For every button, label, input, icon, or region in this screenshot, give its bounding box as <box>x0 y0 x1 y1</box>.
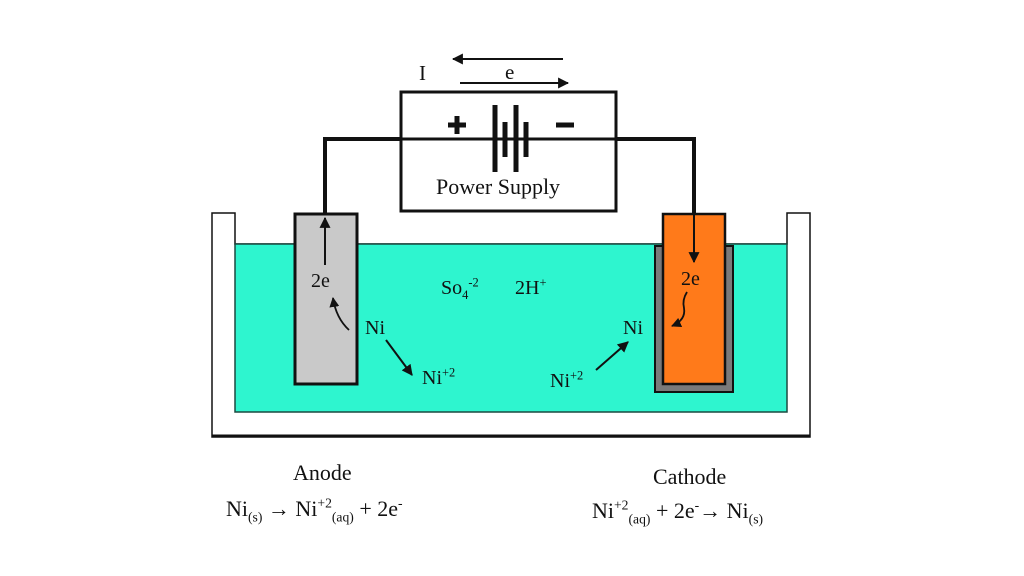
cathode-deposition-arrow-icon <box>595 341 629 371</box>
anode-dissolution-arrow-icon <box>385 339 413 376</box>
anode-equation: Ni(s) → Ni+2(aq) + 2e- <box>226 495 403 525</box>
cathode-metal-label: Ni <box>623 317 643 339</box>
wire-cathode <box>616 137 696 214</box>
electron-label: e <box>505 60 515 84</box>
plus-icon <box>448 116 466 134</box>
cathode-electron-label: 2e <box>681 268 700 290</box>
cathode-caption: Cathode <box>653 464 727 489</box>
anode-caption: Anode <box>293 460 352 485</box>
sulfate-ion-label: So4-2 <box>441 275 479 302</box>
power-supply <box>399 90 618 213</box>
anode-ionization-curve-arrow-icon <box>329 297 350 331</box>
hydrogen-ion-label: 2H+ <box>515 275 547 299</box>
cathode-reduction-curve-arrow-icon <box>671 291 688 328</box>
anode-electron-label: 2e <box>311 270 330 292</box>
power-supply-label: Power Supply <box>436 174 561 199</box>
battery-icon <box>492 105 529 172</box>
power-supply-box <box>399 90 618 213</box>
anode-metal-label: Ni <box>365 317 385 339</box>
wire-anode <box>323 137 401 214</box>
anode-ion-label: Ni+2 <box>422 365 456 389</box>
current-label: I <box>419 61 426 85</box>
cathode-equation: Ni+2(aq) + 2e-→ Ni(s) <box>592 497 764 527</box>
cathode-ion-label: Ni+2 <box>550 368 584 392</box>
